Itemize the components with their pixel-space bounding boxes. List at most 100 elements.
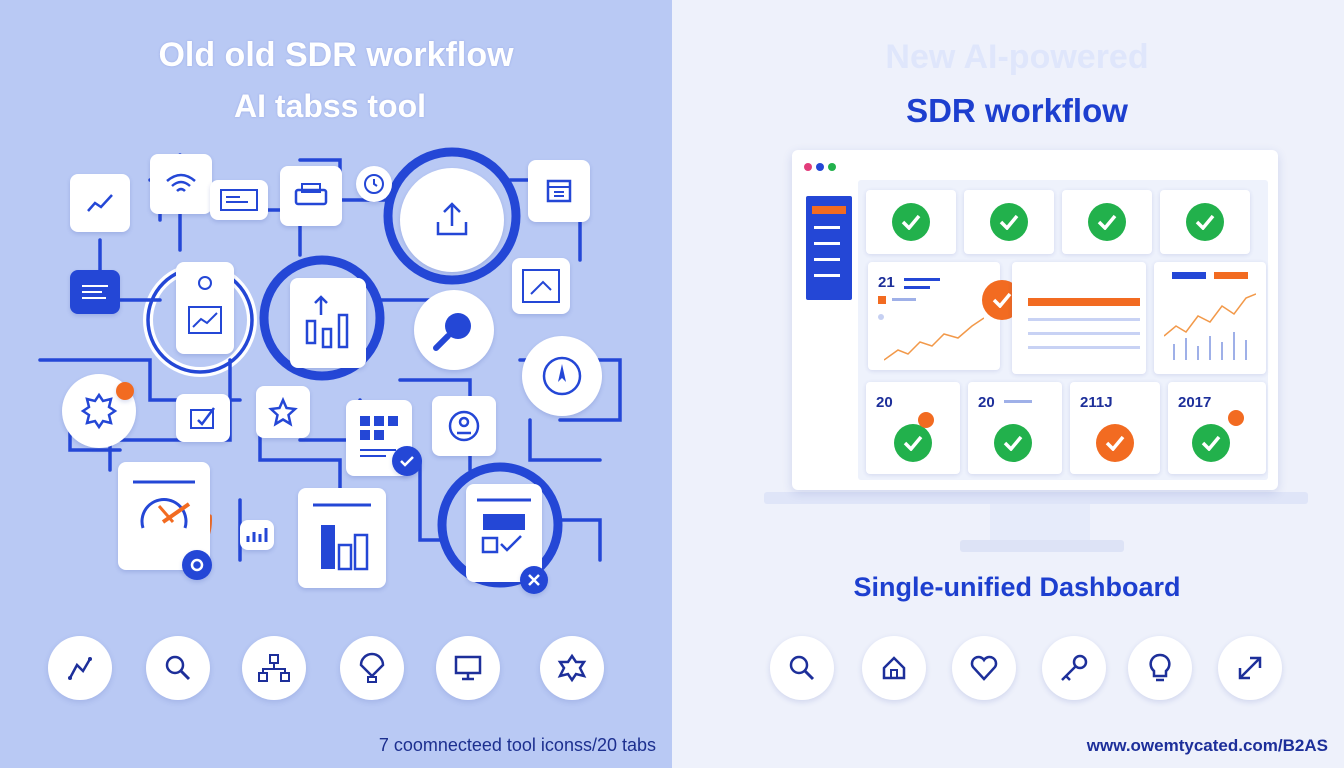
refresh-icon bbox=[190, 558, 204, 572]
sidebar-item[interactable] bbox=[814, 226, 840, 229]
report-chart-icon bbox=[313, 503, 371, 571]
check-green-icon bbox=[892, 203, 930, 241]
window-icon bbox=[220, 189, 258, 211]
star-node bbox=[256, 386, 310, 438]
metric-number: 20 bbox=[876, 394, 893, 411]
trend-icon bbox=[87, 194, 113, 212]
summary-card[interactable]: 21 bbox=[868, 262, 1000, 370]
check-icon bbox=[400, 456, 414, 467]
list-icon bbox=[82, 285, 108, 299]
list-node bbox=[70, 270, 120, 314]
search-node bbox=[414, 290, 494, 370]
analytics-card[interactable] bbox=[1154, 262, 1266, 374]
window-dot-green bbox=[828, 163, 836, 171]
metric-card[interactable]: 20 bbox=[968, 382, 1062, 474]
checklist-node bbox=[466, 484, 542, 582]
hot-air-balloon-icon bbox=[340, 636, 404, 700]
analytics-trend-chart bbox=[1164, 293, 1256, 360]
summary-line bbox=[904, 286, 930, 289]
expand-icon bbox=[1218, 636, 1282, 700]
chart-window-node bbox=[512, 258, 570, 314]
summary-trend-chart bbox=[884, 317, 984, 361]
report-node bbox=[298, 488, 386, 588]
calendar-node bbox=[528, 160, 590, 222]
unified-dashboard-label: Single-unified Dashboard bbox=[853, 572, 1181, 602]
refresh-badge-node bbox=[182, 550, 212, 580]
progress-bar bbox=[1028, 298, 1140, 306]
old-workflow-title: Old old SDR workflow bbox=[158, 36, 514, 74]
search-icon bbox=[770, 636, 834, 700]
status-card[interactable] bbox=[1160, 190, 1250, 254]
window-dot-red bbox=[804, 163, 812, 171]
alert-badge bbox=[1228, 410, 1244, 426]
trend-node bbox=[70, 174, 130, 232]
status-card[interactable] bbox=[1062, 190, 1152, 254]
sidebar-active-item[interactable] bbox=[812, 206, 846, 214]
star-icon bbox=[268, 397, 298, 427]
check-green-icon bbox=[1186, 203, 1224, 241]
mini-bars-node bbox=[240, 520, 274, 550]
sidebar-item[interactable] bbox=[814, 258, 840, 261]
wifi-icon bbox=[166, 173, 196, 192]
old-workflow-subtitle: AI tabss tool bbox=[233, 88, 426, 124]
key-icon bbox=[1042, 636, 1106, 700]
summary-marker bbox=[878, 296, 886, 304]
sidebar-item[interactable] bbox=[814, 242, 840, 245]
progress-card[interactable] bbox=[1012, 262, 1146, 374]
check-green-icon bbox=[994, 424, 1032, 462]
monitor-neck bbox=[990, 504, 1090, 540]
monitor-icon bbox=[436, 636, 500, 700]
grid-icon bbox=[360, 416, 398, 457]
chart-window-icon bbox=[522, 269, 560, 303]
check-green-icon bbox=[1088, 203, 1126, 241]
summary-line bbox=[892, 298, 916, 301]
compass-icon bbox=[542, 356, 582, 396]
gear-icon bbox=[80, 392, 118, 430]
legend-blue bbox=[1172, 272, 1206, 279]
metric-card[interactable]: 20 bbox=[866, 382, 960, 474]
old-workflow-panel: Old old SDR workflow AI tabss tool bbox=[0, 0, 672, 768]
sidebar-item[interactable] bbox=[814, 274, 840, 277]
progress-line bbox=[1028, 318, 1140, 321]
edit-node bbox=[176, 394, 230, 442]
heart-icon bbox=[952, 636, 1016, 700]
speedometer-icon bbox=[133, 480, 195, 529]
check-green-icon bbox=[1192, 424, 1230, 462]
inbox-node bbox=[400, 168, 504, 272]
analytics-tab-node bbox=[176, 262, 234, 354]
magnifier-icon bbox=[433, 313, 471, 351]
window-node bbox=[210, 180, 268, 220]
check-orange-icon bbox=[1096, 424, 1134, 462]
wifi-node bbox=[150, 154, 212, 214]
user-node bbox=[432, 396, 496, 456]
check-badge-node bbox=[392, 446, 422, 476]
status-card[interactable] bbox=[964, 190, 1054, 254]
network-icon bbox=[242, 636, 306, 700]
printer-node bbox=[280, 166, 342, 226]
monitor-foot bbox=[960, 540, 1124, 552]
alert-badge bbox=[918, 412, 934, 428]
new-workflow-subtitle: SDR workflow bbox=[906, 92, 1128, 129]
home-icon bbox=[862, 636, 926, 700]
mini-bars-icon bbox=[246, 528, 268, 542]
printer-icon bbox=[294, 183, 328, 206]
metric-card[interactable]: 211J bbox=[1070, 382, 1160, 474]
gear-alert-badge bbox=[116, 382, 134, 400]
metric-line bbox=[1004, 400, 1032, 403]
status-card[interactable] bbox=[866, 190, 956, 254]
summary-line bbox=[904, 278, 940, 281]
clock-node bbox=[356, 166, 392, 202]
dashboard-sidebar[interactable] bbox=[806, 196, 852, 300]
monitor-base bbox=[764, 492, 1308, 504]
summary-number: 21 bbox=[878, 274, 895, 291]
legend-orange bbox=[1214, 272, 1248, 279]
check-green-icon bbox=[990, 203, 1028, 241]
analytics-icon bbox=[188, 276, 222, 334]
summary-bullet bbox=[878, 314, 884, 320]
metric-card[interactable]: 2017 bbox=[1168, 382, 1266, 474]
old-workflow-footer: 7 coomnecteed tool iconss/20 tabs bbox=[378, 735, 656, 755]
metric-number: 20 bbox=[978, 394, 995, 411]
close-icon bbox=[528, 574, 540, 586]
window-dot-blue bbox=[816, 163, 824, 171]
user-icon bbox=[448, 410, 480, 442]
